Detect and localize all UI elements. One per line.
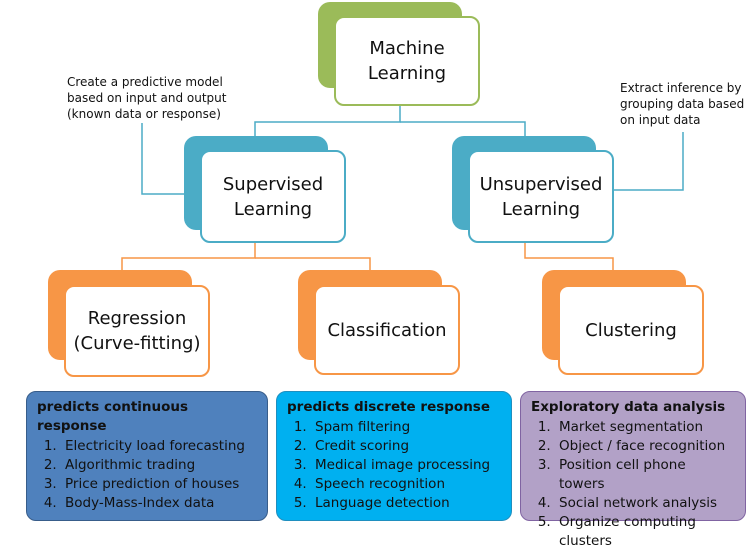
regression-label: Regression (Curve-fitting) (73, 308, 201, 354)
list-item: Organize computing clusters (555, 513, 735, 551)
classification-panel: predicts discrete response Spam filterin… (276, 391, 512, 521)
callout-unsupervised-note (600, 132, 684, 191)
connector-root-to-unsupervised (400, 121, 526, 138)
list-item: Speech recognition (311, 475, 501, 494)
unsupervised-learning-label: Unsupervised Learning (479, 173, 603, 220)
list-item: Object / face recognition (555, 437, 735, 456)
classification-node: Classification (314, 285, 460, 375)
list-item: Algorithmic trading (61, 456, 257, 475)
machine-learning-label: Machine Learning (367, 38, 447, 84)
list-item: Social network analysis (555, 494, 735, 513)
machine-learning-node: Machine Learning (334, 16, 480, 106)
supervised-learning-label: Supervised Learning (222, 173, 324, 220)
list-item: Medical image processing (311, 456, 501, 475)
regression-panel: predicts continuous response Electricity… (26, 391, 268, 521)
classification-label: Classification (327, 319, 447, 341)
classification-panel-heading: predicts discrete response (287, 399, 491, 415)
connector-lines (121, 106, 684, 272)
list-item: Spam filtering (311, 418, 501, 437)
list-item: Language detection (311, 494, 501, 513)
clustering-panel: Exploratory data analysis Market segment… (520, 391, 746, 549)
clustering-node: Clustering (558, 285, 704, 375)
connector-supervised-to-classification (255, 257, 371, 272)
clustering-label: Clustering (585, 319, 677, 341)
clustering-panel-heading: Exploratory data analysis (531, 399, 726, 415)
list-item: Electricity load forecasting (61, 437, 257, 456)
callout-supervised-note (141, 123, 184, 195)
list-item: Credit scoring (311, 437, 501, 456)
supervised-note: Create a predictive model based on input… (67, 75, 227, 121)
connector-unsupervised-to-clustering (524, 243, 614, 272)
unsupervised-note: Extract inference by grouping data based… (620, 81, 745, 127)
list-item: Price prediction of houses (61, 475, 257, 494)
supervised-learning-node: Supervised Learning (200, 150, 346, 243)
connector-root-to-supervised (254, 106, 401, 138)
regression-panel-heading: predicts continuous response (37, 399, 189, 434)
list-item: Body-Mass-Index data (61, 494, 257, 513)
unsupervised-learning-node: Unsupervised Learning (468, 150, 614, 243)
list-item: Market segmentation (555, 418, 735, 437)
connector-supervised-to-regression (121, 243, 256, 272)
list-item: Position cell phone towers (555, 456, 735, 494)
regression-node: Regression (Curve-fitting) (64, 285, 210, 377)
